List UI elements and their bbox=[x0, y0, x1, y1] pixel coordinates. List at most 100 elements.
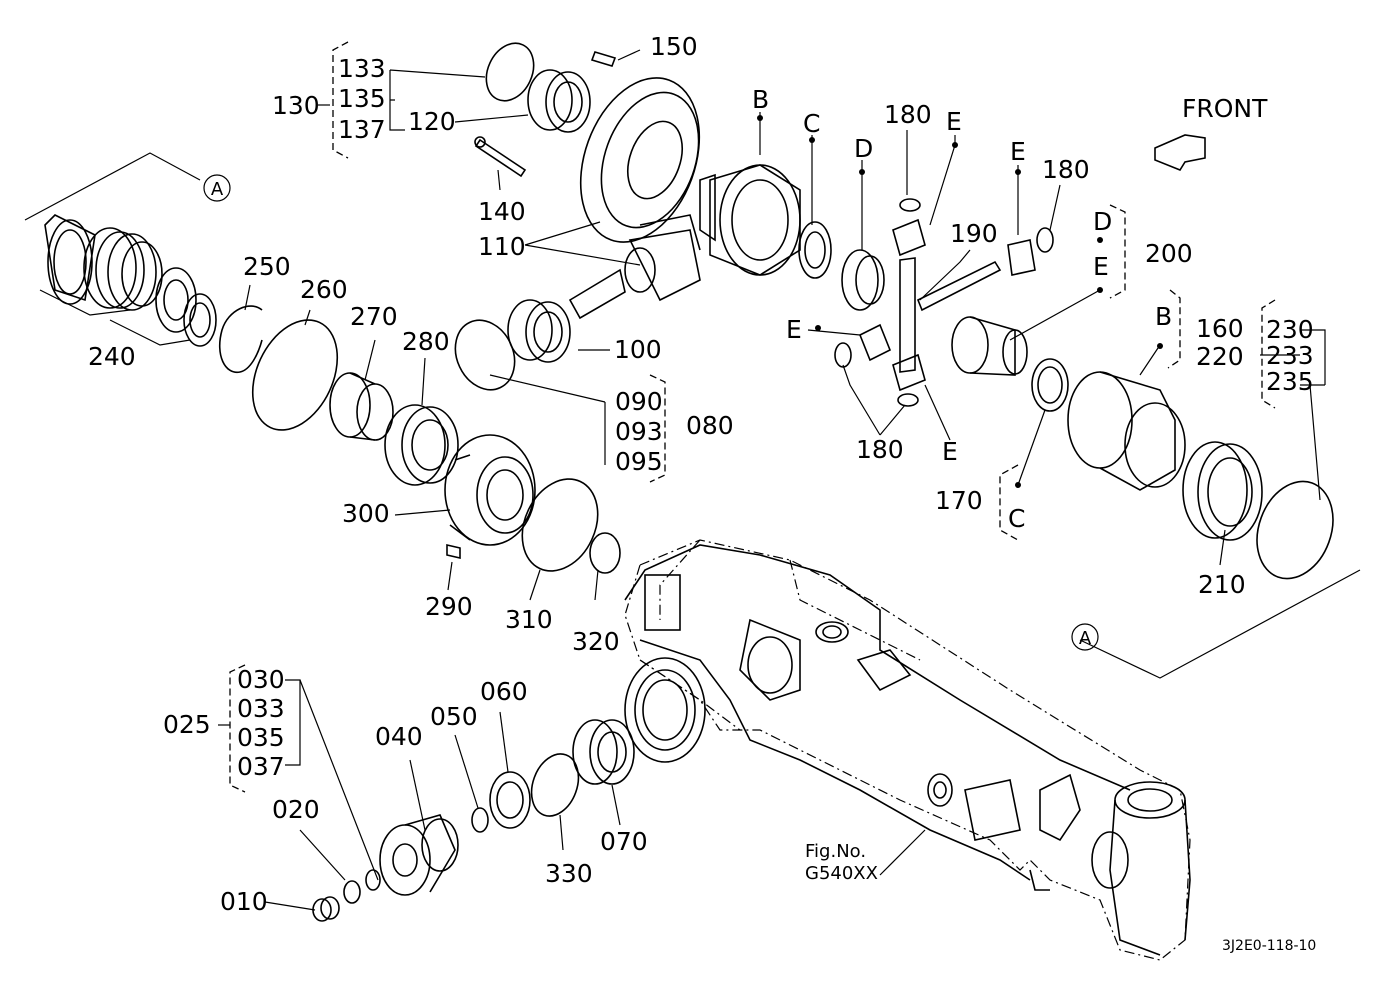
clutch-plate-pack bbox=[44, 214, 217, 347]
front-arrow bbox=[1154, 134, 1206, 171]
figure-label: Fig.No. bbox=[805, 841, 866, 862]
axle-housing-outline bbox=[624, 544, 1191, 956]
washer-170 bbox=[1031, 358, 1069, 412]
bearing-holder-300 bbox=[444, 434, 536, 546]
callout-240: 240 bbox=[88, 342, 136, 371]
pinion-shaft-190 bbox=[899, 257, 1002, 373]
shim-030 bbox=[365, 869, 381, 891]
callout-050: 050 bbox=[430, 702, 478, 731]
ref-letter-E-left: E bbox=[786, 315, 802, 344]
ref-letter-E-top2: E bbox=[1010, 137, 1026, 166]
callout-140: 140 bbox=[478, 197, 526, 226]
callout-270: 270 bbox=[350, 302, 398, 331]
callout-260: 260 bbox=[300, 275, 348, 304]
ref-letter-B-right: B bbox=[1155, 302, 1172, 331]
callout-020: 020 bbox=[272, 795, 320, 824]
shim-133 bbox=[485, 42, 535, 102]
callout-300: 300 bbox=[342, 499, 390, 528]
shim-090 bbox=[454, 319, 516, 391]
washer-C bbox=[798, 221, 832, 279]
callout-190: 190 bbox=[950, 219, 998, 248]
callout-037: 037 bbox=[237, 752, 285, 781]
callout-093: 093 bbox=[615, 417, 663, 446]
callout-250: 250 bbox=[243, 252, 291, 281]
ref-letter-B-top: B bbox=[752, 85, 769, 114]
callout-labels: FRONT 133 135 137 130 120 150 140 110 25… bbox=[88, 32, 1316, 954]
pinion-gears-E bbox=[834, 198, 1054, 407]
snap-ring-330 bbox=[530, 753, 580, 817]
snap-ring-250 bbox=[218, 305, 263, 373]
side-gear-shaft bbox=[951, 316, 1028, 376]
ref-letter-E-bottom: E bbox=[942, 437, 958, 466]
callout-033: 033 bbox=[237, 694, 285, 723]
callout-233: 233 bbox=[1266, 341, 1314, 370]
bearing-070 bbox=[572, 719, 635, 785]
callout-310: 310 bbox=[505, 605, 553, 634]
grouping-brackets bbox=[229, 41, 1276, 793]
callout-290: 290 bbox=[425, 592, 473, 621]
label-front: FRONT bbox=[1182, 94, 1268, 123]
callout-080: 080 bbox=[686, 411, 734, 440]
callout-110: 110 bbox=[478, 232, 526, 261]
svg-text:A: A bbox=[211, 179, 224, 200]
ref-letter-E-top1: E bbox=[946, 107, 962, 136]
callout-060: 060 bbox=[480, 677, 528, 706]
callout-180-bottom: 180 bbox=[856, 435, 904, 464]
ref-letter-C-top: C bbox=[803, 109, 820, 138]
leader-lines bbox=[24, 49, 1361, 911]
flange-040 bbox=[379, 814, 459, 896]
ring-gear-110 bbox=[579, 77, 701, 243]
side-gear-D bbox=[841, 249, 885, 311]
o-ring-050 bbox=[471, 807, 489, 833]
section-marker-bottom: A bbox=[1071, 623, 1099, 651]
callout-200: 200 bbox=[1145, 239, 1193, 268]
svg-text:A: A bbox=[1079, 628, 1092, 649]
ref-letter-D-right: D bbox=[1093, 207, 1112, 236]
shim-230 bbox=[1256, 480, 1334, 580]
pinion-shaft-110 bbox=[568, 214, 701, 320]
washer-020 bbox=[343, 880, 361, 904]
collar-270 bbox=[329, 372, 394, 441]
callout-320: 320 bbox=[572, 627, 620, 656]
section-marker-top: A bbox=[203, 174, 231, 202]
callout-035: 035 bbox=[237, 723, 285, 752]
callout-180-top: 180 bbox=[884, 100, 932, 129]
bearing-100 bbox=[507, 299, 571, 363]
snap-ring-260 bbox=[251, 319, 339, 431]
ref-letter-D-top: D bbox=[854, 134, 873, 163]
bolt-150 bbox=[590, 51, 617, 67]
callout-040: 040 bbox=[375, 722, 423, 751]
drawing-code: 3J2E0-118-10 bbox=[1222, 938, 1316, 954]
callout-135: 135 bbox=[338, 84, 386, 113]
diff-case-160 bbox=[1067, 371, 1186, 491]
callout-210: 210 bbox=[1198, 570, 1246, 599]
callout-220: 220 bbox=[1196, 342, 1244, 371]
bearing-210 bbox=[1182, 441, 1263, 541]
callout-170: 170 bbox=[935, 486, 983, 515]
callout-150: 150 bbox=[650, 32, 698, 61]
oil-seal-060 bbox=[489, 771, 531, 829]
callout-120: 120 bbox=[408, 107, 456, 136]
figure-number: G540XX bbox=[805, 863, 878, 884]
diff-case-B bbox=[699, 164, 801, 276]
callout-280: 280 bbox=[402, 327, 450, 356]
callout-090: 090 bbox=[615, 387, 663, 416]
axle-housing bbox=[624, 539, 1191, 961]
callout-095: 095 bbox=[615, 447, 663, 476]
callout-230: 230 bbox=[1266, 315, 1314, 344]
callout-030: 030 bbox=[237, 665, 285, 694]
pin-290 bbox=[446, 543, 461, 560]
bearing-280 bbox=[384, 404, 459, 486]
callout-330: 330 bbox=[545, 859, 593, 888]
ref-letter-E-right: E bbox=[1093, 252, 1109, 281]
callout-133: 133 bbox=[338, 54, 386, 83]
bolt-140 bbox=[474, 136, 527, 178]
ref-letter-C-bottom: C bbox=[1008, 504, 1025, 533]
reference-dots bbox=[757, 115, 1163, 488]
o-ring-310 bbox=[521, 478, 599, 572]
callout-070: 070 bbox=[600, 827, 648, 856]
bearing-120 bbox=[527, 69, 591, 133]
nut-010 bbox=[312, 896, 340, 922]
callout-130: 130 bbox=[272, 91, 320, 120]
